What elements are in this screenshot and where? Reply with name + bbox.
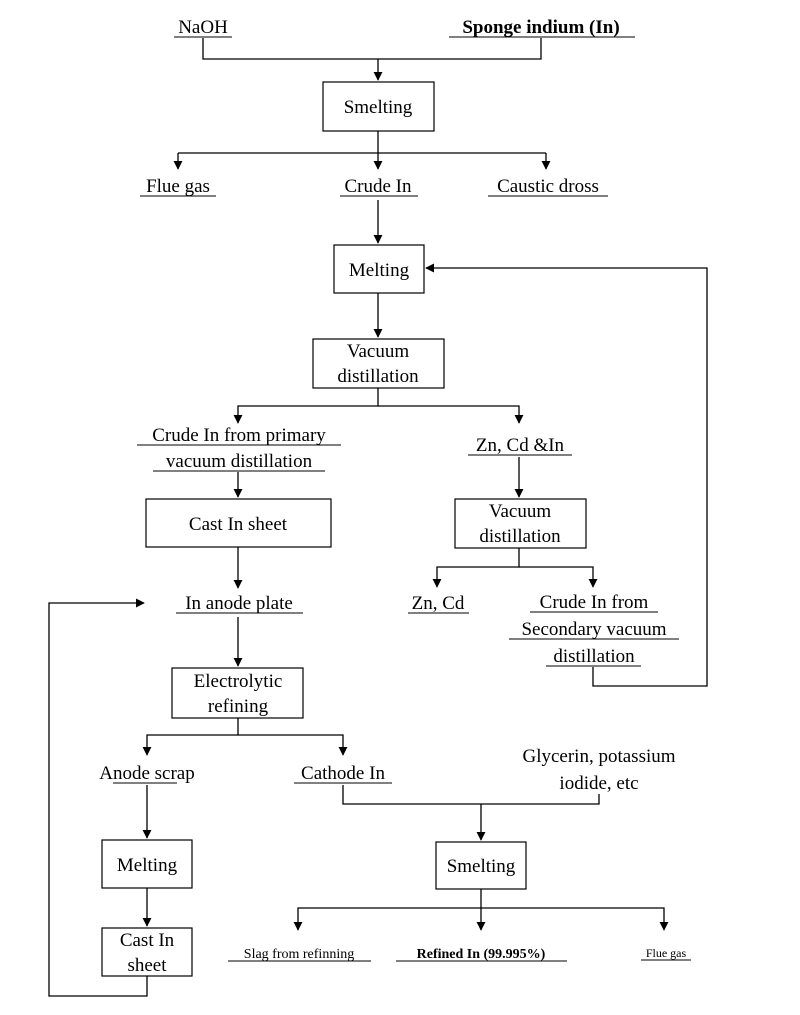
product-crude-in-secondary: Crude In from Secondary vacuum distillat… bbox=[509, 592, 679, 667]
svg-text:Crude In from primary: Crude In from primary bbox=[152, 425, 326, 446]
process-cast-in-sheet-2: Cast In sheet bbox=[101, 927, 193, 977]
svg-text:Melting: Melting bbox=[117, 855, 178, 876]
input-naoh: NaOH bbox=[174, 17, 232, 38]
product-anode-scrap: Anode scrap bbox=[99, 763, 195, 784]
svg-text:distillation: distillation bbox=[479, 526, 561, 547]
svg-text:Refined In (99.995%): Refined In (99.995%) bbox=[417, 947, 546, 962]
svg-text:Zn, Cd: Zn, Cd bbox=[412, 593, 465, 614]
svg-text:Flue gas: Flue gas bbox=[646, 946, 687, 960]
svg-text:refining: refining bbox=[208, 696, 269, 717]
svg-text:Cast In sheet: Cast In sheet bbox=[189, 514, 288, 535]
product-in-anode-plate: In anode plate bbox=[176, 593, 303, 614]
svg-text:Cathode In: Cathode In bbox=[301, 763, 385, 784]
product-crude-in: Crude In bbox=[340, 176, 418, 197]
product-crude-in-primary: Crude In from primary vacuum distillatio… bbox=[137, 425, 341, 472]
svg-text:Flue gas: Flue gas bbox=[146, 176, 210, 197]
svg-text:Vacuum: Vacuum bbox=[347, 341, 409, 362]
product-caustic-dross: Caustic dross bbox=[488, 176, 608, 197]
svg-text:Melting: Melting bbox=[349, 260, 410, 281]
product-zn-cd: Zn, Cd bbox=[408, 593, 469, 614]
input-glycerin-potassium-iodide: Glycerin, potassium iodide, etc bbox=[522, 746, 675, 794]
svg-text:Crude In: Crude In bbox=[344, 176, 412, 197]
svg-text:Electrolytic: Electrolytic bbox=[194, 671, 283, 692]
connector-lines bbox=[48, 38, 708, 997]
product-flue-gas-2: Flue gas bbox=[641, 946, 691, 961]
product-refined-in: Refined In (99.995%) bbox=[396, 947, 567, 962]
product-flue-gas-1: Flue gas bbox=[140, 176, 216, 197]
svg-text:Smelting: Smelting bbox=[344, 97, 413, 118]
svg-text:Crude In from: Crude In from bbox=[540, 592, 649, 613]
process-vacuum-distillation-2: Vacuum distillation bbox=[454, 498, 587, 549]
process-smelting-1: Smelting bbox=[322, 81, 435, 132]
svg-text:Caustic dross: Caustic dross bbox=[497, 176, 599, 197]
svg-text:iodide, etc: iodide, etc bbox=[559, 773, 638, 794]
product-cathode-in: Cathode In bbox=[294, 763, 392, 784]
svg-text:Smelting: Smelting bbox=[447, 856, 516, 877]
process-melting-2: Melting bbox=[101, 839, 193, 889]
svg-text:vacuum distillation: vacuum distillation bbox=[166, 451, 313, 472]
svg-text:distillation: distillation bbox=[337, 366, 419, 387]
product-slag: Slag from refinning bbox=[228, 947, 371, 962]
process-vacuum-distillation-1: Vacuum distillation bbox=[312, 338, 445, 389]
svg-text:distillation: distillation bbox=[553, 646, 635, 667]
svg-text:Vacuum: Vacuum bbox=[489, 501, 551, 522]
svg-text:Glycerin, potassium: Glycerin, potassium bbox=[522, 746, 675, 767]
process-electrolytic-refining: Electrolytic refining bbox=[171, 667, 304, 719]
svg-text:Secondary vacuum: Secondary vacuum bbox=[521, 619, 666, 640]
svg-text:NaOH: NaOH bbox=[178, 17, 228, 38]
process-melting-1: Melting bbox=[333, 244, 425, 294]
svg-text:Zn, Cd &In: Zn, Cd &In bbox=[476, 435, 565, 456]
svg-text:Anode scrap: Anode scrap bbox=[99, 763, 195, 784]
process-smelting-2: Smelting bbox=[435, 841, 527, 890]
svg-text:Slag from refinning: Slag from refinning bbox=[244, 947, 354, 962]
input-sponge-indium: Sponge indium (In) bbox=[449, 17, 635, 38]
svg-text:In anode plate: In anode plate bbox=[185, 593, 293, 614]
svg-text:Sponge indium (In): Sponge indium (In) bbox=[462, 17, 619, 38]
svg-text:Cast In: Cast In bbox=[120, 930, 175, 951]
process-cast-in-sheet-1: Cast In sheet bbox=[145, 498, 332, 548]
svg-text:sheet: sheet bbox=[127, 955, 167, 976]
product-zn-cd-in: Zn, Cd &In bbox=[468, 435, 572, 456]
